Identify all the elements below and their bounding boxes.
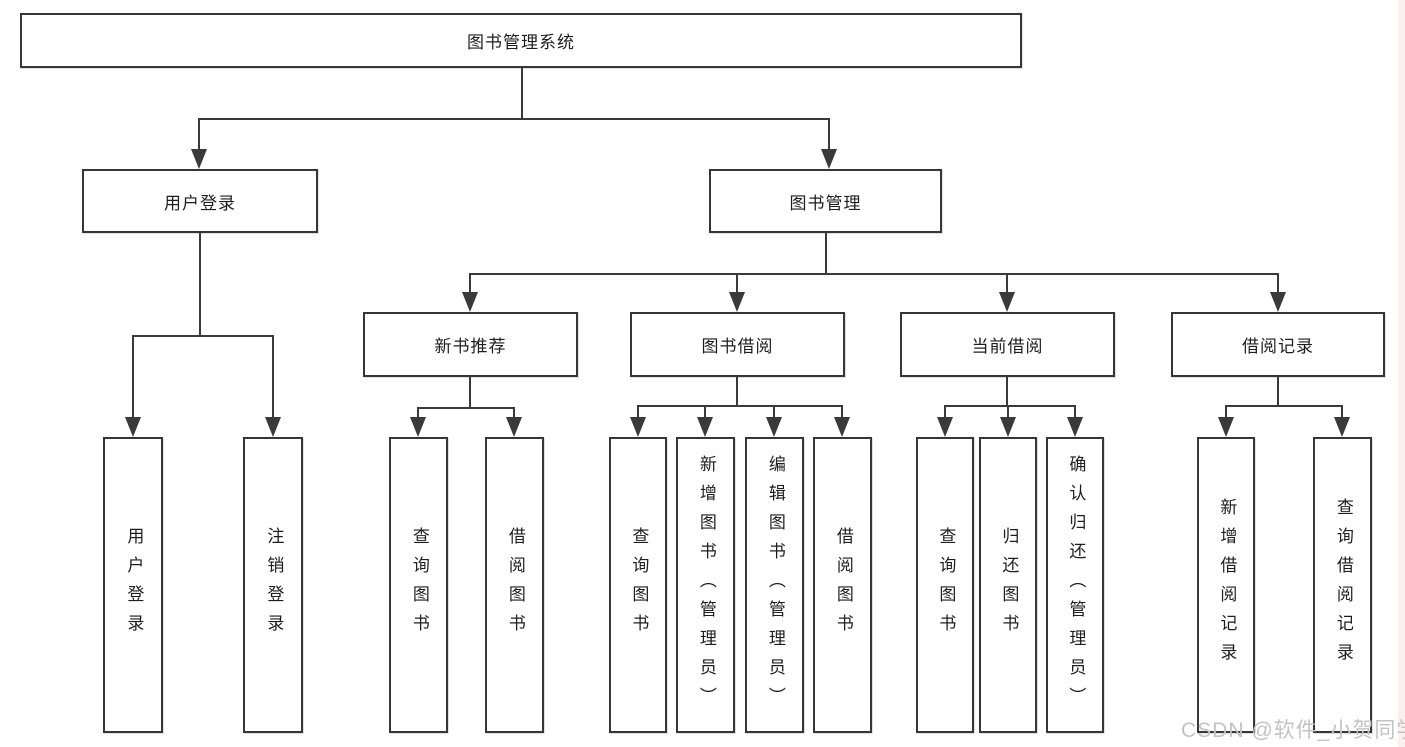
connector-user-login-stem-right	[272, 335, 274, 419]
connector-borrowing-stub	[736, 377, 738, 407]
node-borrowing-records: 借阅记录	[1171, 312, 1385, 377]
connector-recommend-bar	[417, 407, 515, 409]
connector-current-bar	[944, 405, 1076, 407]
node-book-management: 图书管理	[709, 169, 942, 233]
connector-book-mgmt-bar	[469, 273, 1279, 275]
node-book-management-label: 图书管理	[789, 193, 862, 213]
leaf-query-borrow-record-label: 查询借阅记录	[1333, 498, 1353, 672]
node-user-login: 用户登录	[82, 169, 318, 233]
arrowhead-to-query-books-current	[937, 417, 953, 437]
connector-user-login-stub	[199, 233, 201, 337]
connector-user-login-bar	[132, 335, 274, 337]
leaf-edit-book-admin-label: 编辑图书（管理员）	[765, 454, 785, 716]
leaf-add-borrow-record: 新增借阅记录	[1197, 437, 1255, 733]
connector-current-stem-2	[1007, 405, 1009, 419]
connector-borrowing-stem-3	[773, 405, 775, 419]
connector-root-stem-left	[198, 118, 200, 152]
leaf-query-books-borrowing-label: 查询图书	[629, 527, 649, 643]
arrowhead-to-query-books-borrowing	[630, 417, 646, 437]
connector-records-stem-2	[1341, 405, 1343, 417]
leaf-return-books: 归还图书	[979, 437, 1037, 733]
node-new-book-recommend: 新书推荐	[363, 312, 578, 377]
leaf-return-books-label: 归还图书	[999, 527, 1019, 643]
connector-borrowing-bar	[637, 405, 843, 407]
node-borrowing-records-label: 借阅记录	[1242, 337, 1314, 356]
leaf-borrow-books-borrowing-label: 借阅图书	[833, 527, 853, 643]
arrowhead-to-query-books-recommend	[410, 417, 426, 437]
connector-recommend-stem-1	[417, 407, 419, 419]
connector-borrowing-stem-2	[704, 405, 706, 419]
leaf-add-borrow-record-label: 新增借阅记录	[1217, 498, 1237, 672]
leaf-add-book-admin-label: 新增图书（管理员）	[696, 454, 716, 716]
connector-user-login-stem-left	[132, 335, 134, 419]
connector-root-bar	[198, 118, 830, 120]
leaf-user-login-label: 用户登录	[124, 527, 144, 643]
leaf-query-books-current-label: 查询图书	[936, 527, 956, 643]
arrowhead-to-return-books	[1000, 417, 1016, 437]
leaf-query-books-borrowing: 查询图书	[609, 437, 667, 733]
connector-book-mgmt-stub	[825, 233, 827, 275]
leaf-query-books-current: 查询图书	[916, 437, 974, 733]
arrowhead-to-borrow-books-recommend	[506, 417, 522, 437]
arrowhead-to-current-borrowing	[999, 292, 1015, 312]
connector-book-mgmt-stem-4	[1277, 273, 1279, 294]
connector-current-stem-3	[1074, 405, 1076, 419]
leaf-user-login: 用户登录	[103, 437, 163, 733]
connector-book-mgmt-stem-2	[736, 273, 738, 294]
arrowhead-to-leaf-logout	[265, 417, 281, 437]
leaf-borrow-books-recommend: 借阅图书	[485, 437, 544, 733]
arrowhead-to-borrowing-records	[1270, 292, 1286, 312]
arrowhead-to-add-borrow-record	[1218, 417, 1234, 437]
leaf-add-book-admin: 新增图书（管理员）	[676, 437, 735, 733]
connector-book-mgmt-stem-3	[1006, 273, 1008, 294]
leaf-query-books-recommend-label: 查询图书	[409, 527, 429, 643]
connector-root-stub	[521, 68, 523, 120]
leaf-borrow-books-recommend-label: 借阅图书	[505, 527, 525, 643]
connector-current-stem-1	[944, 405, 946, 419]
arrowhead-to-add-book-admin	[697, 417, 713, 437]
arrowhead-to-query-borrow-record	[1334, 417, 1350, 437]
node-current-borrowing-label: 当前借阅	[971, 337, 1044, 356]
connector-records-stem-1	[1225, 405, 1227, 417]
arrowhead-to-leaf-user-login	[125, 417, 141, 437]
arrowhead-to-edit-book-admin	[766, 417, 782, 437]
node-current-borrowing: 当前借阅	[900, 312, 1115, 377]
leaf-confirm-return-admin-label: 确认归还（管理员）	[1066, 454, 1086, 716]
connector-records-bar	[1225, 405, 1343, 407]
connector-recommend-stem-2	[513, 407, 515, 419]
leaf-query-books-recommend: 查询图书	[389, 437, 448, 733]
leaf-logout-label: 注销登录	[264, 527, 284, 643]
arrowhead-to-new-book-recommend	[462, 292, 478, 312]
node-book-borrowing: 图书借阅	[630, 312, 845, 377]
connector-book-mgmt-stem-1	[469, 273, 471, 294]
connector-records-stub	[1277, 377, 1279, 407]
node-new-book-recommend-label: 新书推荐	[434, 337, 507, 356]
leaf-logout: 注销登录	[243, 437, 303, 733]
leaf-query-borrow-record: 查询借阅记录	[1313, 437, 1372, 733]
connector-current-stub	[1006, 377, 1008, 407]
leaf-borrow-books-borrowing: 借阅图书	[813, 437, 872, 733]
node-user-login-label: 用户登录	[164, 193, 236, 213]
arrowhead-to-user-login	[191, 149, 207, 169]
connector-recommend-stub	[469, 377, 471, 409]
connector-borrowing-stem-4	[841, 405, 843, 419]
node-library-management-system: 图书管理系统	[20, 13, 1022, 68]
connector-borrowing-stem-1	[637, 405, 639, 419]
arrowhead-to-confirm-return-admin	[1067, 417, 1083, 437]
connector-root-stem-right	[828, 118, 830, 152]
right-edge-stripe	[1398, 0, 1405, 747]
node-library-management-system-label: 图书管理系统	[467, 33, 575, 52]
csdn-watermark: CSDN @软件_小贺同学	[1181, 719, 1405, 742]
node-book-borrowing-label: 图书借阅	[701, 337, 774, 356]
arrowhead-to-borrow-books-borrowing	[834, 417, 850, 437]
arrowhead-to-book-borrowing	[729, 292, 745, 312]
arrowhead-to-book-management	[821, 149, 837, 169]
leaf-confirm-return-admin: 确认归还（管理员）	[1046, 437, 1104, 733]
leaf-edit-book-admin: 编辑图书（管理员）	[745, 437, 804, 733]
